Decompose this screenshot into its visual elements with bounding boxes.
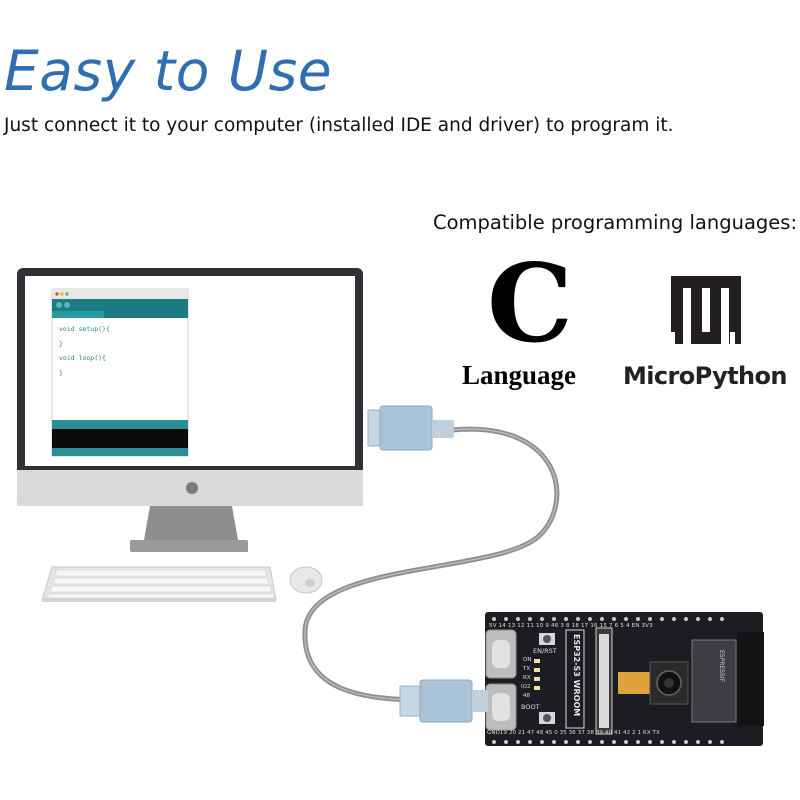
led-label-on: ON [523,657,532,663]
en-rst-label: EN/RST [533,647,557,655]
ide-code-line: } [59,369,63,377]
keyboard [41,566,277,602]
usb-connector-monitor [367,405,454,451]
led-label-48: 48 [523,693,530,699]
mouse [289,566,323,594]
board-bottom-pin-labels: GND19 20 21 47 48 45 0 35 36 37 38 39 40… [487,730,660,736]
page-title: Easy to Use [4,39,333,103]
espressif-brand: ESPRESSIF [718,650,725,683]
page-subtitle: Just connect it to your computer (instal… [4,115,674,136]
led-label-io2: IO2 [521,684,531,690]
micropython-label: MicroPython [623,362,787,390]
micropython-logo [671,276,741,344]
esp32-board [399,612,764,746]
boot-label: BOOT [521,703,540,711]
c-language-logo: C [487,241,573,367]
ide-window [51,288,189,457]
module-label: ESP32-S3 WROOM [572,634,581,717]
compatible-languages-caption: Compatible programming languages: [433,211,798,234]
ide-code-line: void loop(){ [59,354,106,362]
power-button-icon [186,482,198,494]
led-label-rx: RX [523,675,531,681]
ide-code-line: } [59,340,63,348]
led-label-tx: TX [523,666,531,672]
board-top-pin-labels: 5V 14 13 12 11 10 9 46 3 8 18 17 16 15 7… [489,623,653,629]
ide-code-line: void setup(){ [59,325,110,333]
c-language-label: Language [462,360,577,390]
